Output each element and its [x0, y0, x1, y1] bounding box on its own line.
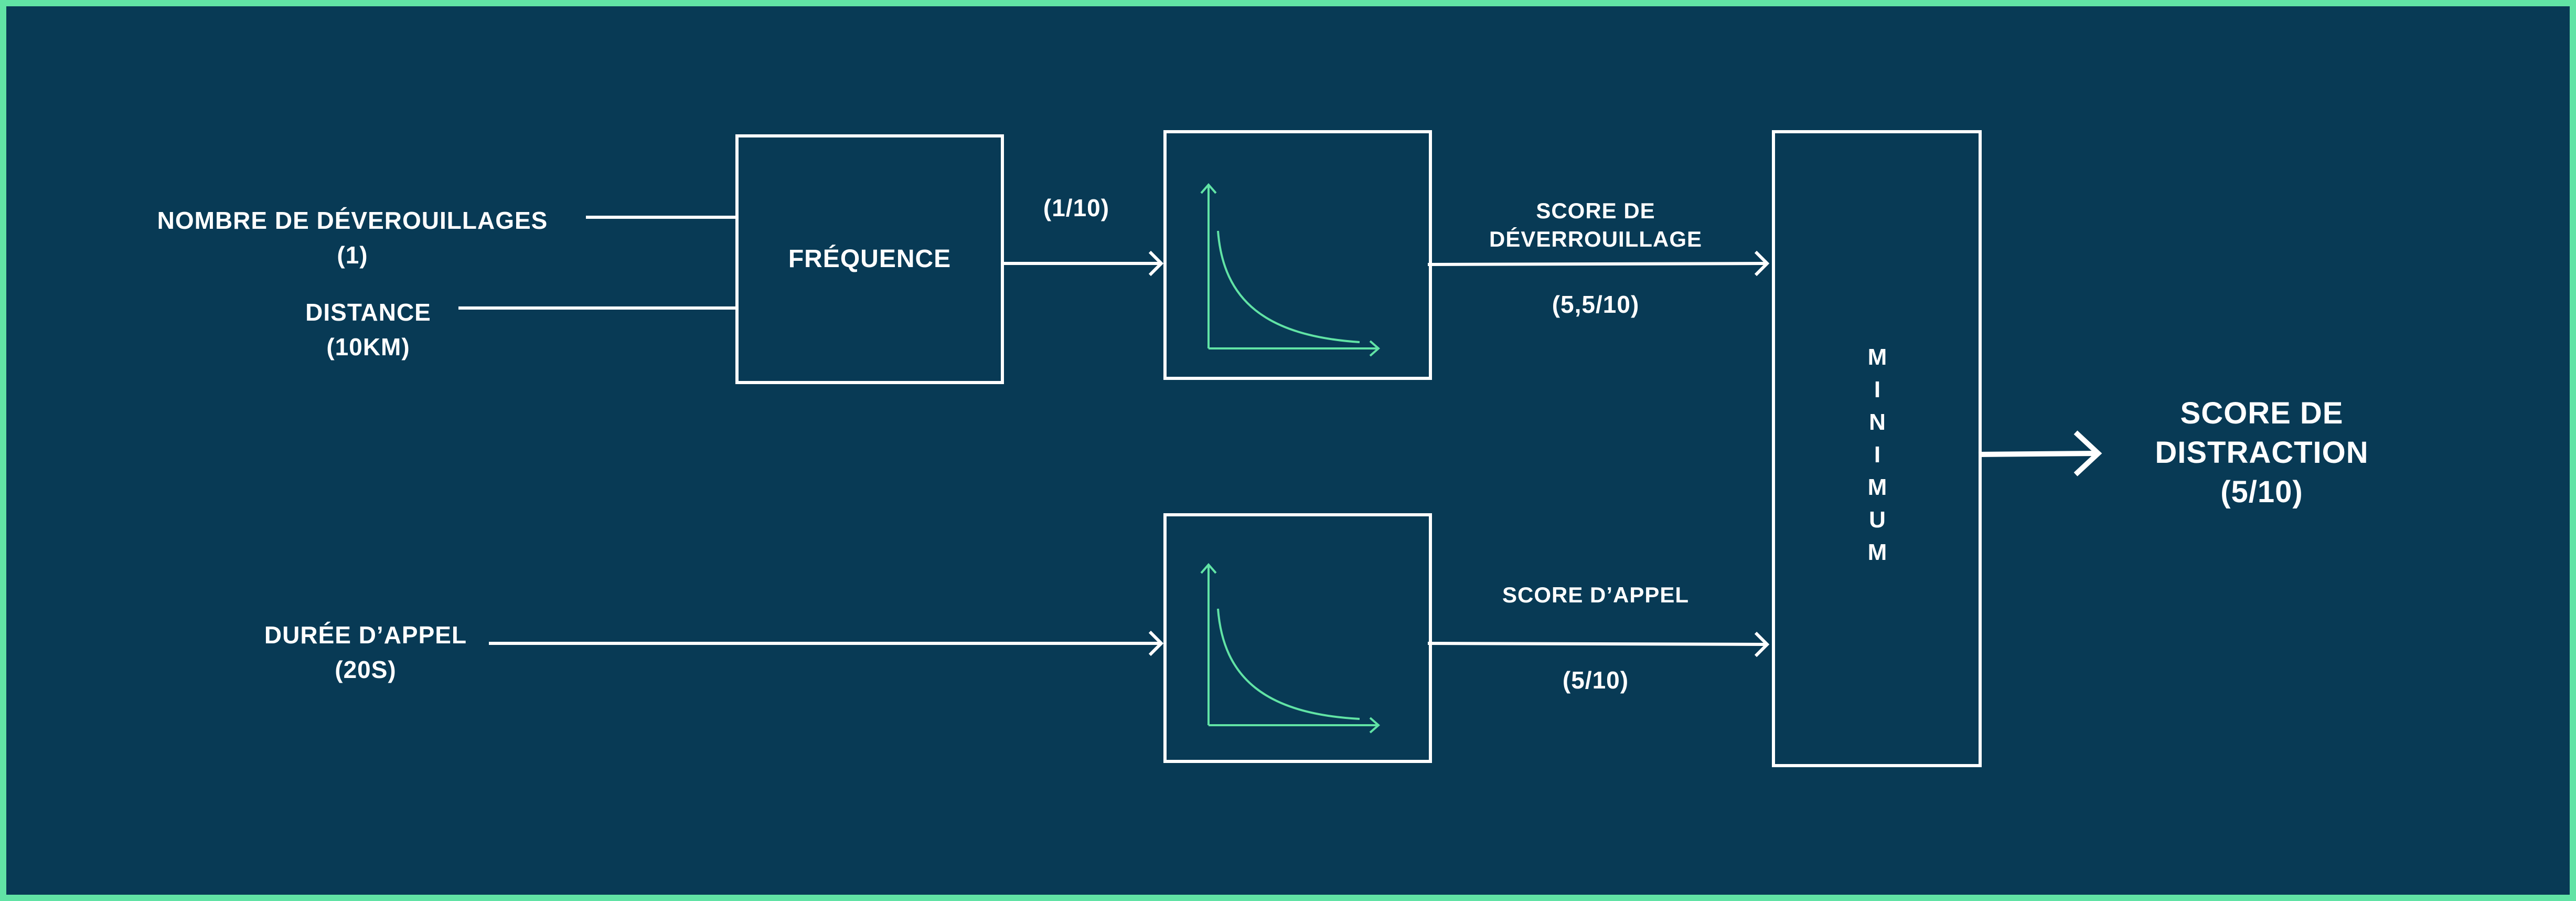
call-score-arrowhead	[1754, 631, 1770, 658]
output-label-line2: DISTRACTION	[2155, 436, 2369, 470]
minimum-block	[1772, 130, 1982, 767]
diagram-canvas: FRÉQUENCE MINIMUM NOMBRE DE DÉVEROUILLAG…	[6, 6, 2570, 895]
call-duration-label: DURÉE D’APPEL	[264, 621, 467, 649]
frequency-to-curve-arrowhead	[1148, 250, 1164, 277]
call-duration-arrowhead	[1148, 630, 1164, 656]
unlock-score-label-line2: DÉVERROUILLAGE	[1489, 227, 1703, 251]
output-value: (5/10)	[2220, 475, 2303, 509]
frequency-block	[735, 134, 1004, 384]
distance-label: DISTANCE	[305, 299, 431, 326]
unlock-transfer-curve-block	[1163, 130, 1432, 380]
decay-curve-icon	[1200, 183, 1381, 357]
unlock-count-label: NOMBRE DE DÉVEROUILLAGES	[157, 207, 548, 234]
call-score-value: (5/10)	[1562, 666, 1629, 694]
call-transfer-curve-block	[1163, 513, 1432, 763]
call-score-label: SCORE D’APPEL	[1502, 582, 1690, 607]
decay-curve-icon	[1200, 563, 1381, 734]
unlock-score-value: (5,5/10)	[1552, 291, 1640, 318]
unlock-count-value: (1)	[337, 241, 368, 269]
unlock-score-arrowhead	[1754, 250, 1770, 277]
frequency-value-label: (1/10)	[1043, 194, 1110, 221]
output-arrowhead	[2073, 430, 2102, 476]
output-arrow	[1978, 451, 2097, 457]
minimum-label: MINIMUM	[1867, 344, 1887, 565]
unlock-score-arrow	[1427, 262, 1767, 266]
connector-layer	[458, 183, 2102, 734]
unlock-score-label-line1: SCORE DE	[1536, 198, 1655, 223]
call-score-arrow	[1427, 642, 1767, 646]
frequency-label: FRÉQUENCE	[788, 245, 952, 273]
call-duration-value: (20S)	[335, 656, 397, 683]
output-label-line1: SCORE DE	[2180, 396, 2344, 430]
distance-value: (10KM)	[326, 333, 410, 361]
